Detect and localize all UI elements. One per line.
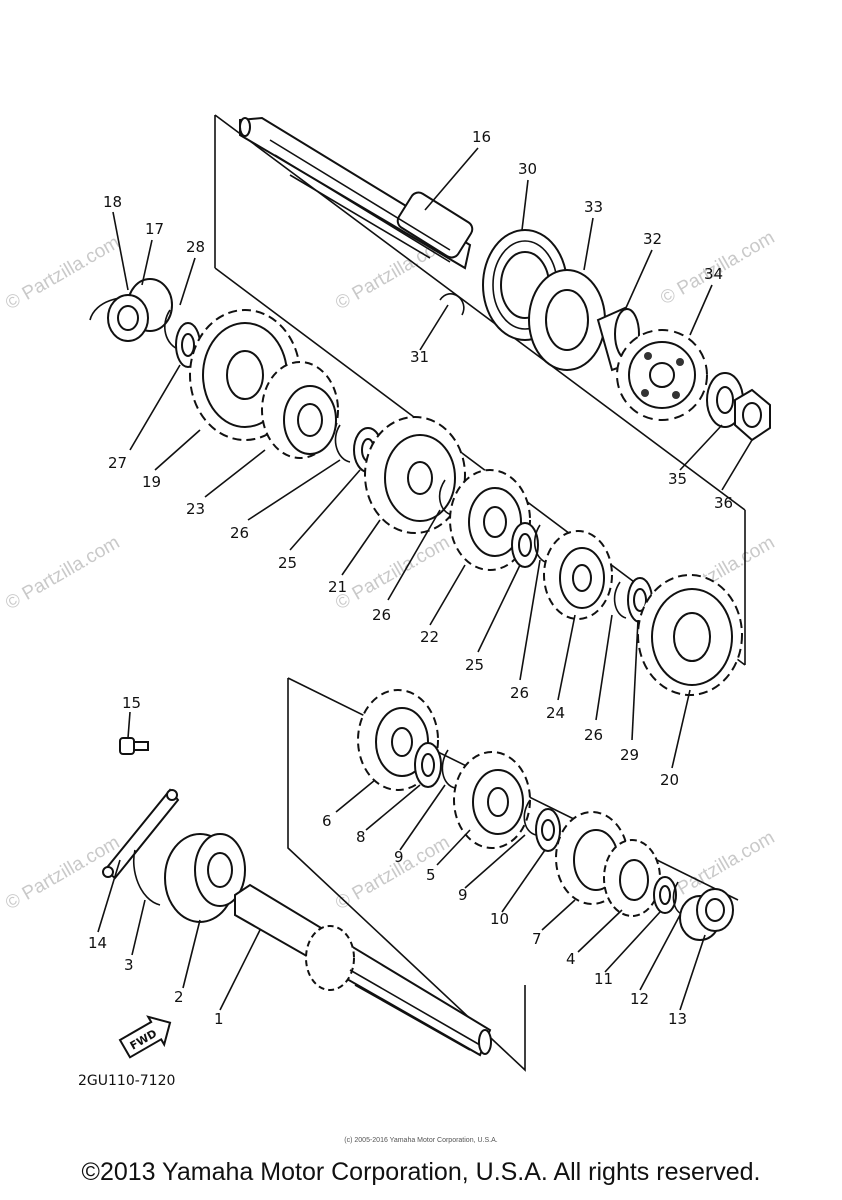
upper-group-frame xyxy=(214,114,746,666)
circlip-26d xyxy=(613,581,627,619)
watermark: © Partzilla.com xyxy=(2,532,123,614)
callout-11: 11 xyxy=(594,970,613,988)
callout-26b: 26 xyxy=(372,606,391,624)
plate-14 xyxy=(102,788,180,880)
callout-32: 32 xyxy=(643,230,662,248)
tiny-credit: (c) 2005-2016 Yamaha Motor Corporation, … xyxy=(344,1137,498,1144)
callout-1: 1 xyxy=(214,1010,224,1028)
callout-26d: 26 xyxy=(584,726,603,744)
circlip-9b xyxy=(523,799,537,836)
circlip-31 xyxy=(439,293,465,316)
gear-20 xyxy=(637,574,743,696)
fwd-arrow-icon: FWD xyxy=(118,1015,172,1059)
callout-30: 30 xyxy=(518,160,537,178)
part-code: 2GU110-7120 xyxy=(78,1073,175,1089)
main-axle-1 xyxy=(234,883,492,1057)
callout-21: 21 xyxy=(328,578,347,596)
leader-lines xyxy=(97,147,753,1011)
callout-26a: 26 xyxy=(230,524,249,542)
washer-25b xyxy=(511,522,539,568)
callout-12: 12 xyxy=(630,990,649,1008)
circlip-3 xyxy=(133,849,161,906)
drive-axle-16 xyxy=(239,116,474,270)
washer-8 xyxy=(414,742,442,788)
callout-28: 28 xyxy=(186,238,205,256)
callout-22: 22 xyxy=(420,628,439,646)
bearing-13 xyxy=(679,888,734,941)
bolt-15 xyxy=(119,737,149,755)
callout-36: 36 xyxy=(714,494,733,512)
gear-22 xyxy=(449,469,531,571)
callout-16: 16 xyxy=(472,128,491,146)
callout-5: 5 xyxy=(426,866,436,884)
callout-18: 18 xyxy=(103,193,122,211)
callout-13: 13 xyxy=(668,1010,687,1028)
callout-33: 33 xyxy=(584,198,603,216)
callout-35: 35 xyxy=(668,470,687,488)
copyright-notice: ©2013 Yamaha Motor Corporation, U.S.A. A… xyxy=(81,1158,761,1186)
bearing-17 xyxy=(107,278,173,342)
nut-36 xyxy=(734,388,771,442)
circlip-26a xyxy=(334,424,351,463)
callout-26c: 26 xyxy=(510,684,529,702)
circlip-26b xyxy=(438,479,453,516)
callout-19: 19 xyxy=(142,473,161,491)
gear-4 xyxy=(603,839,661,917)
callout-14: 14 xyxy=(88,934,107,952)
watermark: © Partzilla.com xyxy=(332,532,453,614)
gear-23 xyxy=(261,361,339,459)
callout-6: 6 xyxy=(322,812,332,830)
callout-25a: 25 xyxy=(278,554,297,572)
callout-29: 29 xyxy=(620,746,639,764)
callout-17: 17 xyxy=(145,220,164,238)
gear-5 xyxy=(453,751,531,849)
callout-27: 27 xyxy=(108,454,127,472)
callout-25b: 25 xyxy=(465,656,484,674)
bearing-2 xyxy=(164,833,246,923)
callout-9b: 9 xyxy=(458,886,468,904)
callout-labels: 16 30 33 32 34 18 17 28 31 27 19 23 26 2… xyxy=(88,128,733,1028)
callout-24: 24 xyxy=(546,704,565,722)
callout-4: 4 xyxy=(566,950,576,968)
callout-31: 31 xyxy=(410,348,429,366)
callout-34: 34 xyxy=(704,265,723,283)
callout-2: 2 xyxy=(174,988,184,1006)
callout-15: 15 xyxy=(122,694,141,712)
callout-20: 20 xyxy=(660,771,679,789)
callout-10: 10 xyxy=(490,910,509,928)
gear-24 xyxy=(543,530,613,620)
callout-23: 23 xyxy=(186,500,205,518)
oil-seal-33 xyxy=(528,269,606,371)
callout-8: 8 xyxy=(356,828,366,846)
callout-9a: 9 xyxy=(394,848,404,866)
callout-7: 7 xyxy=(532,930,542,948)
callout-3: 3 xyxy=(124,956,134,974)
washer-10 xyxy=(535,808,561,852)
circlip-9a xyxy=(441,749,456,789)
drive-sprocket-34 xyxy=(616,329,708,421)
washer-11 xyxy=(653,876,677,914)
